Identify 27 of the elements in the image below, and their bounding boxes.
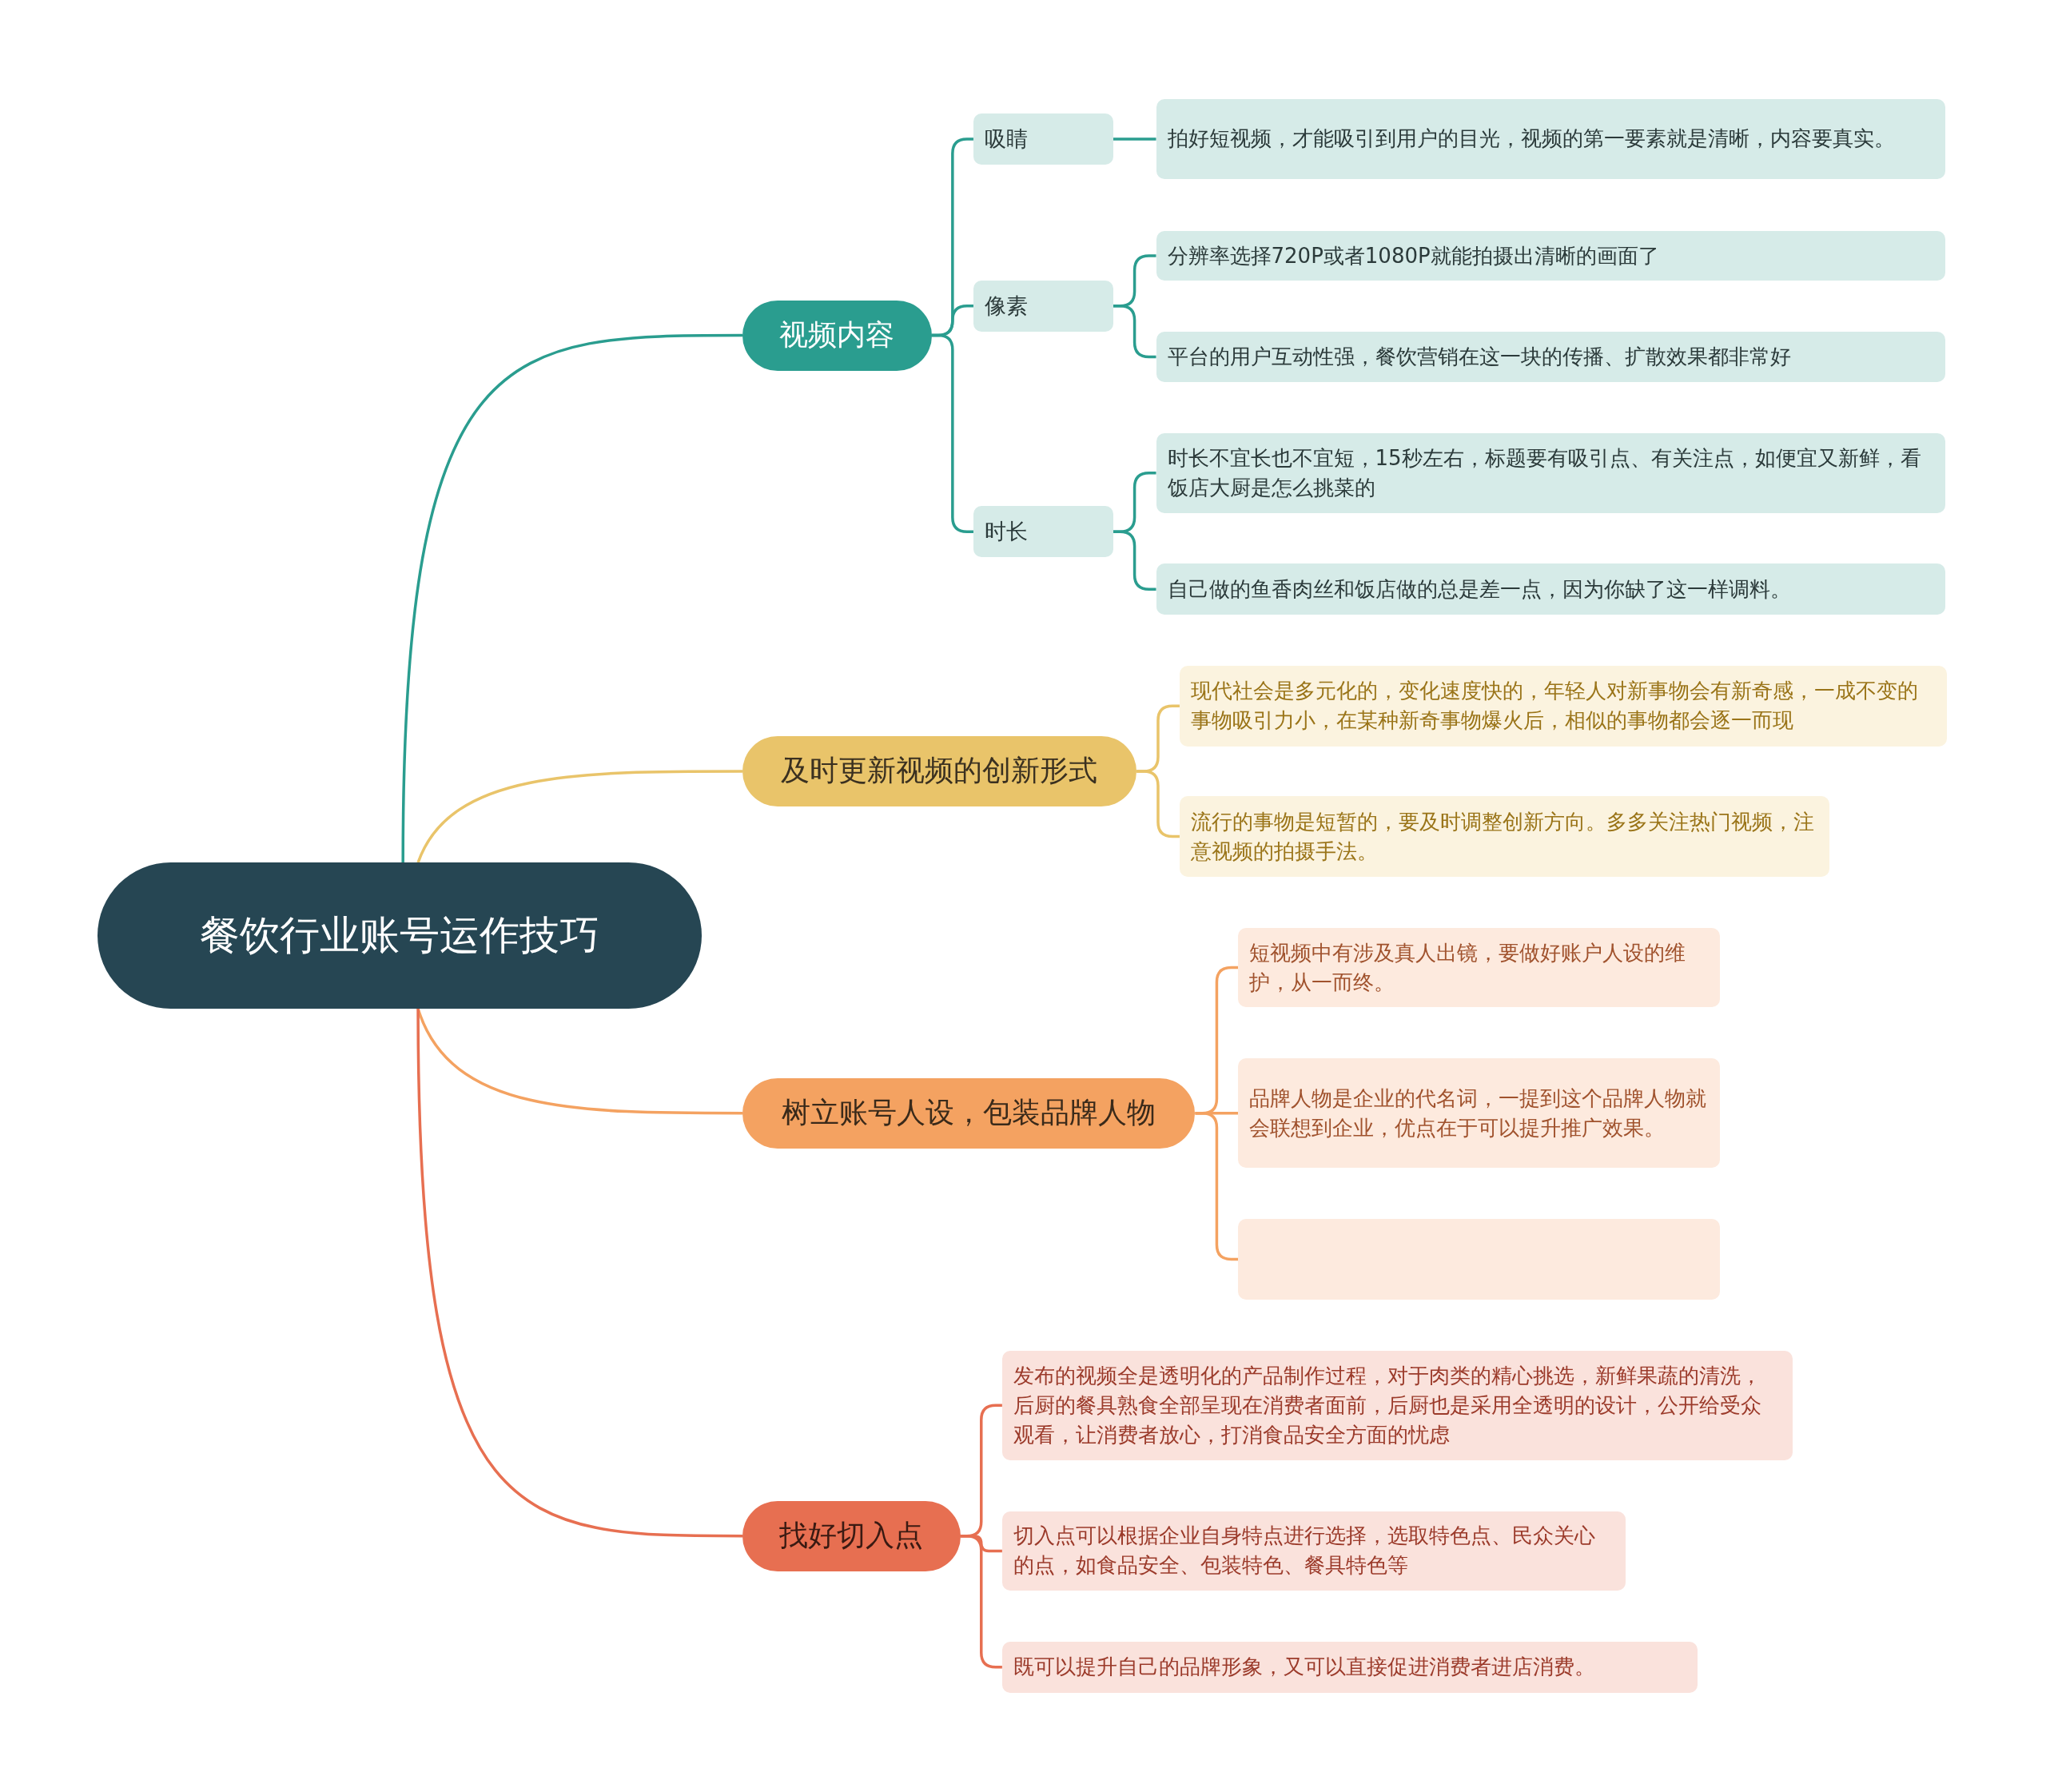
empty-box [1238,1218,1720,1300]
detail-note: 分辨率选择720P或者1080P就能拍摄出清晰的画面了 [1156,230,1946,281]
detail-note: 流行的事物是短暂的，要及时调整创新方向。多多关注热门视频，注意视频的拍摄手法。 [1179,795,1829,878]
detail-note: 时长不宜长也不宜短，15秒左右，标题要有吸引点、有关注点，如便宜又新鲜，看饭店大厨是怎么挑菜的 [1156,433,1946,513]
detail-note: 拍好短视频，才能吸引到用户的目光，视频的第一要素就是清晰，内容要真实。 [1156,99,1946,179]
detail-note: 既可以提升自己的品牌形象，又可以直接促进消费者进店消费。 [1001,1641,1698,1693]
branch-topic: 树立账号人设，包装品牌人物 [742,1077,1196,1149]
detail-note: 发布的视频全是透明化的产品制作过程，对于肉类的精心挑选，新鲜果蔬的清洗，后厨的餐具熟食全部呈现在消费者面前，后厨也是采用全透明的设计，公开给受众观看，让消费者放心，打消食品安全方面的忧虑 [1001,1350,1793,1460]
subtopic: 时长 [973,506,1113,558]
detail-note: 现代社会是多元化的，变化速度快的，年轻人对新事物会有新奇感，一成不变的事物吸引力小，在某种新奇事物爆火后，相似的事物都会逐一而现 [1179,665,1947,747]
detail-note: 自己做的鱼香肉丝和饭店做的总是差一点，因为你缺了这一样调料。 [1156,563,1946,615]
detail-note: 短视频中有涉及真人出镜，要做好账户人设的维护，从一而终。 [1238,927,1720,1008]
branch-topic: 视频内容 [742,300,932,371]
detail-note: 切入点可以根据企业自身特点进行选择，选取特色点、民众关心的点，如食品安全、包装特色、餐具特色等 [1001,1511,1626,1591]
connector-line [401,333,742,863]
connector-line [960,1534,1002,1669]
detail-note: 品牌人物是企业的代名词，一提到这个品牌人物就会联想到企业，优点在于可以提升推广效果。 [1238,1058,1720,1169]
connector-line [1113,137,1156,141]
connector-line [416,1009,742,1538]
detail-note: 平台的用户互动性强，餐饮营销在这一块的传播、扩散效果都非常好 [1156,331,1946,383]
connector-line [416,770,742,863]
branch-topic: 及时更新视频的创新形式 [742,735,1136,806]
subtopic: 吸睛 [973,113,1113,165]
connector-line [931,333,973,534]
branch-topic: 找好切入点 [742,1500,961,1571]
central-topic: 餐饮行业账号运作技巧 [98,862,703,1009]
subtopic: 像素 [973,281,1113,332]
